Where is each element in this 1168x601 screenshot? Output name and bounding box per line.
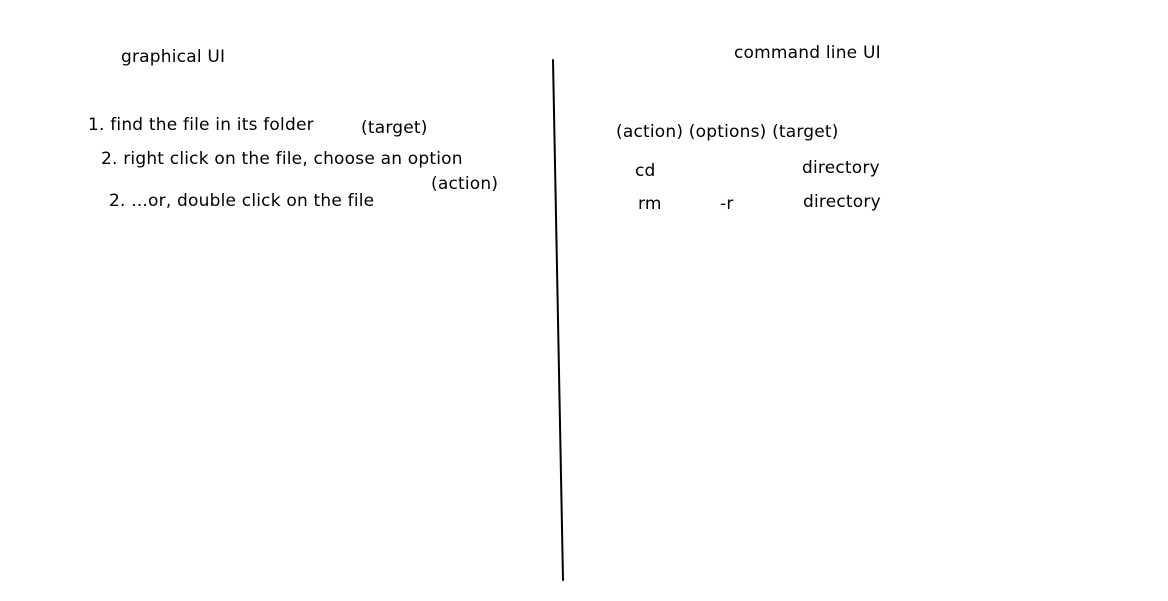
gui-action-note: (action): [431, 174, 499, 194]
gui-step-2: 2. right click on the file, choose an op…: [101, 149, 463, 169]
gui-target-note: (target): [361, 118, 428, 138]
command-line-ui-heading: command line UI: [734, 43, 881, 63]
gui-step-1: 1. find the file in its folder: [88, 115, 314, 135]
cli-row-2-options: -r: [720, 194, 734, 214]
graphical-ui-heading: graphical UI: [121, 47, 226, 67]
divider-line: [552, 59, 564, 581]
cli-row-2-target: directory: [803, 192, 881, 212]
gui-step-2-alt: 2. ...or, double click on the file: [109, 191, 375, 211]
cli-row-2-action: rm: [638, 194, 662, 214]
cli-header-row: (action) (options) (target): [616, 122, 839, 142]
cli-row-1-target: directory: [802, 158, 880, 178]
cli-row-1-action: cd: [635, 161, 656, 181]
